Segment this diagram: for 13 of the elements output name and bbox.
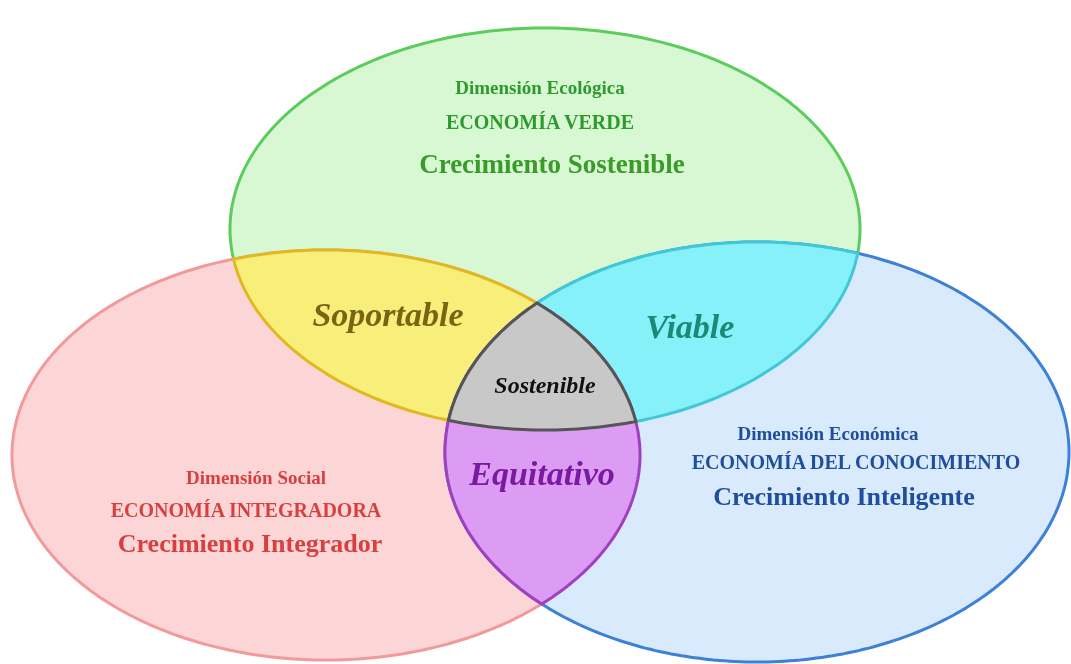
growth-label: Crecimiento Integrador	[117, 530, 383, 559]
dimension-title: Dimensión Económica	[737, 424, 919, 445]
growth-label: Crecimiento Sostenible	[419, 150, 685, 180]
center-label: Sostenible	[494, 372, 596, 399]
economy-name: ECONOMÍA VERDE	[446, 111, 634, 133]
overlap-label: Equitativo	[469, 455, 615, 493]
dimension-title: Dimensión Social	[186, 468, 326, 489]
economy-name: ECONOMÍA DEL CONOCIMIENTO	[691, 451, 1021, 473]
economy-name: ECONOMÍA INTEGRADORA	[110, 499, 382, 521]
overlap-label: Viable	[645, 308, 735, 346]
dimension-title: Dimensión Ecológica	[455, 78, 625, 99]
growth-label: Crecimiento Inteligente	[713, 483, 975, 512]
overlap-label: Soportable	[312, 296, 464, 334]
